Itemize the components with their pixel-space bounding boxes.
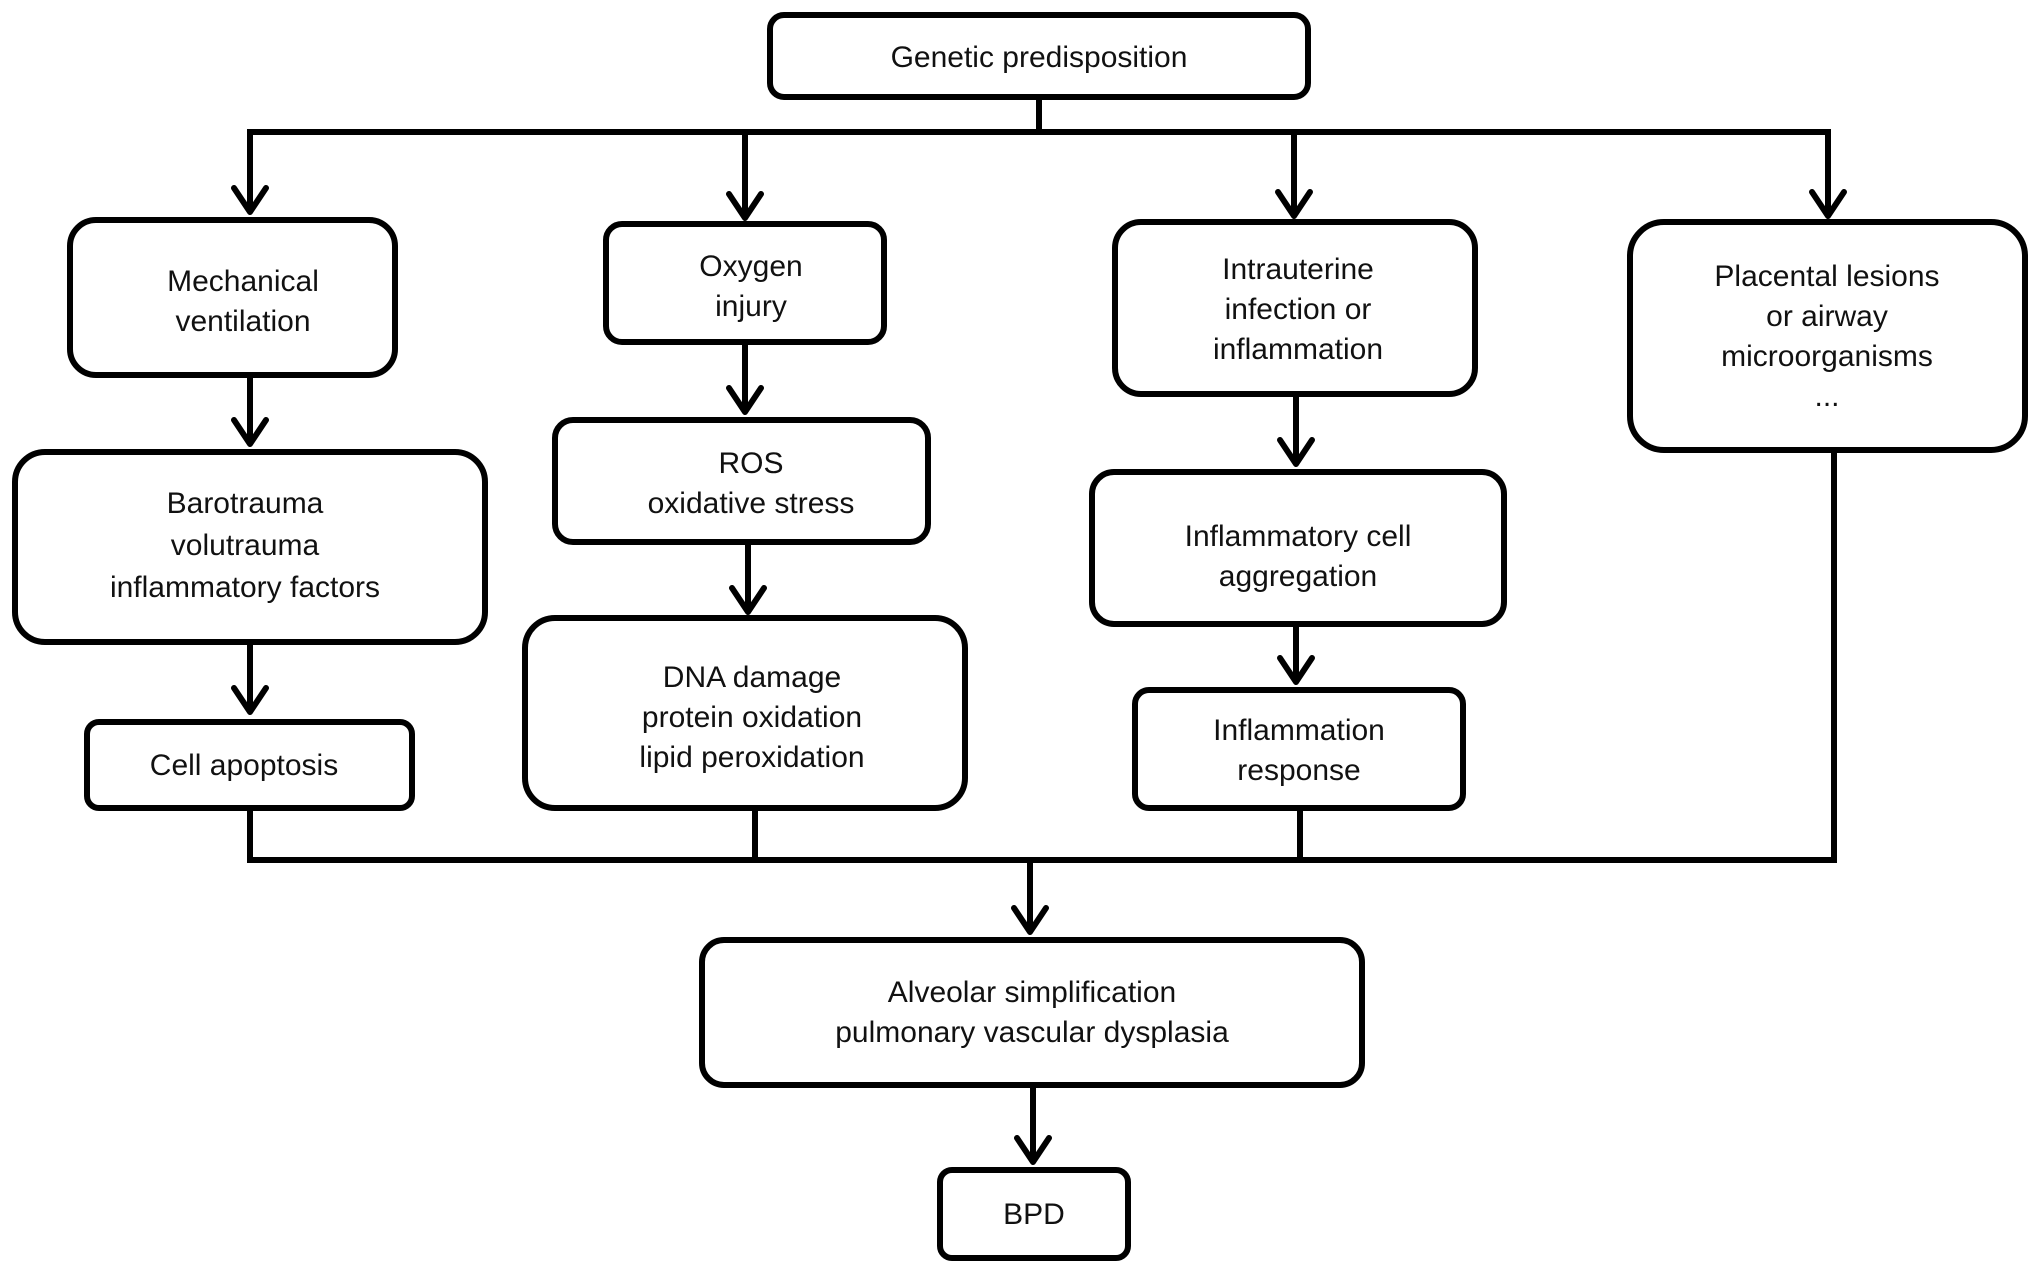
- node-ros-oxidative-stress: ROS oxidative stress: [552, 417, 931, 545]
- node-text-mech-2: ventilation: [175, 305, 310, 338]
- node-mechanical-ventilation: Mechanical ventilation: [67, 217, 398, 378]
- node-text-placental-2: or airway: [1766, 300, 1888, 333]
- node-text-alveolar-2: pulmonary vascular dysplasia: [835, 1016, 1229, 1049]
- arrowhead-infresp: [1277, 655, 1315, 685]
- node-text-ros-2: oxidative stress: [648, 487, 855, 520]
- arrowheads: [231, 185, 1847, 1165]
- node-text-dna-2: protein oxidation: [642, 701, 862, 734]
- node-text-baro-1: Barotrauma: [167, 487, 324, 520]
- node-text-placental-3: microorganisms: [1721, 340, 1933, 373]
- node-text-alveolar-1: Alveolar simplification: [888, 976, 1176, 1009]
- node-text-genetic: Genetic predisposition: [891, 41, 1188, 74]
- node-text-baro-2: volutrauma: [171, 529, 320, 562]
- node-text-placental-4: ...: [1814, 380, 1839, 413]
- arrowhead-apop: [231, 685, 269, 715]
- connectors: [247, 97, 1837, 1163]
- node-genetic-predisposition: Genetic predisposition: [767, 12, 1311, 100]
- node-text-infcell-1: Inflammatory cell: [1185, 520, 1412, 553]
- node-text-apop: Cell apoptosis: [150, 749, 338, 782]
- arrowhead-infcell: [1277, 437, 1315, 467]
- node-text-infresp-2: response: [1237, 754, 1360, 787]
- node-text-intra-2: infection or: [1225, 293, 1372, 326]
- node-oxygen-injury: Oxygen injury: [603, 221, 887, 345]
- node-intrauterine-infection: Intrauterine infection or inflammation: [1112, 219, 1478, 397]
- node-alveolar-simplification: Alveolar simplification pulmonary vascul…: [699, 937, 1365, 1088]
- node-dna-damage: DNA damage protein oxidation lipid perox…: [522, 615, 968, 811]
- node-inflammation-response: Inflammation response: [1132, 687, 1466, 811]
- node-text-bpd: BPD: [1003, 1198, 1065, 1231]
- arrowhead-oxy: [726, 191, 764, 221]
- arrowhead-placental: [1809, 189, 1847, 219]
- node-placental-lesions: Placental lesions or airway microorganis…: [1627, 219, 2028, 453]
- node-text-intra-3: inflammation: [1213, 333, 1383, 366]
- node-barotrauma: Barotrauma volutrauma inflammatory facto…: [12, 449, 488, 645]
- node-text-infcell-2: aggregation: [1219, 560, 1377, 593]
- node-text-oxy-1: Oxygen: [699, 250, 802, 283]
- node-text-mech-1: Mechanical: [167, 265, 319, 298]
- node-text-dna-3: lipid peroxidation: [639, 741, 864, 774]
- node-bpd: BPD: [937, 1167, 1131, 1261]
- node-cell-apoptosis: Cell apoptosis: [84, 719, 415, 811]
- node-inflammatory-cell-aggregation: Inflammatory cell aggregation: [1089, 469, 1507, 627]
- arrowhead-alveolar: [1011, 905, 1049, 935]
- node-text-infresp-1: Inflammation: [1213, 714, 1385, 747]
- arrowhead-intra: [1275, 189, 1313, 219]
- arrowhead-bpd: [1014, 1135, 1052, 1165]
- node-text-intra-1: Intrauterine: [1222, 253, 1374, 286]
- arrowhead-baro: [231, 417, 269, 447]
- arrowhead-dna: [729, 585, 767, 615]
- node-text-baro-3: inflammatory factors: [110, 571, 380, 604]
- arrowhead-mech: [231, 185, 269, 215]
- node-text-ros-1: ROS: [718, 447, 783, 480]
- arrowhead-ros: [726, 385, 764, 415]
- node-text-placental-1: Placental lesions: [1714, 260, 1939, 293]
- node-text-dna-1: DNA damage: [663, 661, 841, 694]
- node-text-oxy-2: injury: [715, 290, 787, 323]
